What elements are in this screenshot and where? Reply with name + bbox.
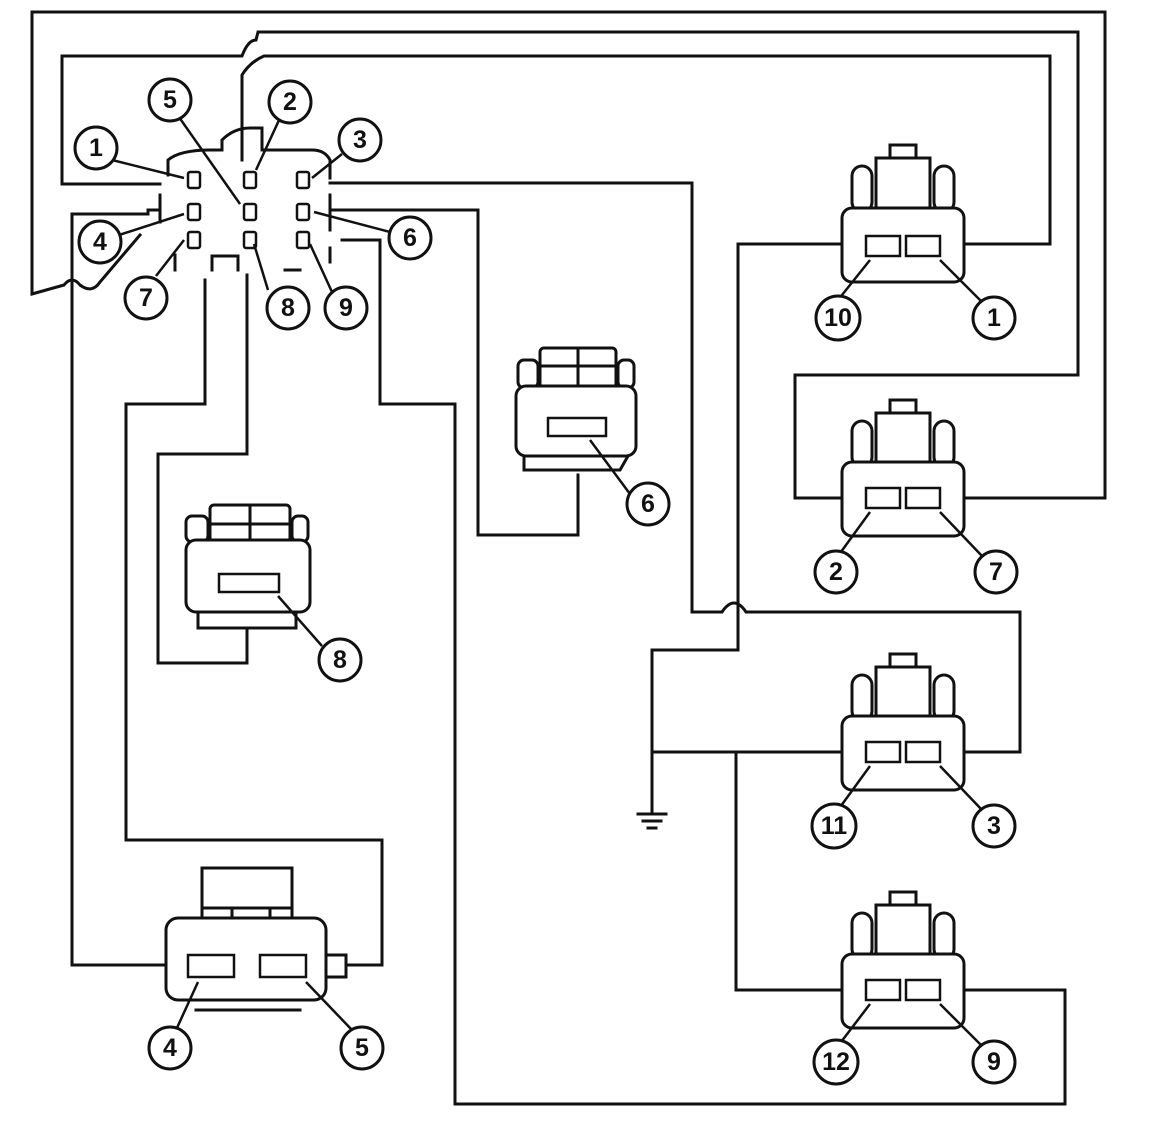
wire-main1-to-sw1-pin1: [60, 30, 1080, 500]
callout-main-7: 7: [123, 275, 169, 321]
callout-main-9: 9: [323, 285, 369, 331]
switch-2-7: [840, 398, 966, 538]
callout-main-3: 3: [337, 117, 383, 163]
connector-6: [514, 346, 638, 472]
callout-text: 2: [283, 88, 297, 116]
wire-sw3-to-sw4: [734, 750, 852, 992]
callout-main-8: 8: [265, 285, 311, 331]
callout-text: 10: [824, 304, 852, 332]
cavity-4: [186, 202, 202, 222]
callout-sw2-7: 7: [973, 549, 1019, 595]
callout-text: 2: [829, 558, 843, 586]
wire-main9-to-sw4-pin9: [340, 238, 1067, 1106]
leader-lines: [111, 109, 983, 1047]
wire-main3-to-ground: [328, 181, 1022, 754]
callout-conn6: 6: [625, 481, 671, 527]
callout-bottom-4: 4: [147, 1025, 193, 1071]
wire-main8-to-conn8: [156, 273, 249, 665]
cavity-2: [242, 170, 258, 190]
callout-sw1-10: 10: [814, 294, 862, 342]
callout-text: 6: [641, 490, 655, 518]
connector-8: [184, 503, 312, 630]
callout-text: 1: [987, 304, 1001, 332]
ground-symbol: [636, 812, 668, 830]
callout-text: 3: [987, 812, 1001, 840]
callout-bottom-5: 5: [339, 1025, 385, 1071]
cavity-9: [295, 230, 311, 250]
callout-text: 9: [339, 294, 353, 322]
wire-main5-to-bottom-5: [124, 278, 384, 967]
callout-main-5: 5: [147, 77, 193, 123]
wire-main2-to-sw1-pin1: [240, 54, 1052, 246]
cavity-1: [186, 170, 202, 190]
callout-sw4-12: 12: [812, 1038, 860, 1086]
callout-main-4: 4: [77, 219, 123, 265]
wire-main4-to-bottom-4: [70, 208, 172, 967]
switch-11-3: [840, 652, 966, 792]
switch-10-1: [840, 143, 966, 284]
callout-text: 5: [355, 1034, 369, 1062]
cavity-6: [295, 202, 311, 222]
callout-conn8: 8: [317, 637, 363, 683]
callout-text: 4: [163, 1034, 177, 1062]
callout-main-2: 2: [267, 79, 313, 125]
main-connector: [158, 126, 332, 272]
callout-text: 8: [281, 294, 295, 322]
connector-4-5: [164, 866, 348, 1012]
callout-text: 1: [89, 134, 103, 162]
cavity-7: [186, 230, 202, 250]
cavity-3: [295, 170, 311, 190]
wires: [30, 10, 1107, 1106]
wire-main7-to-sw2-pin7: [30, 10, 1107, 500]
callout-text: 7: [139, 284, 153, 312]
callout-sw4-9: 9: [971, 1039, 1017, 1085]
wire-main6-to-conn6: [328, 208, 580, 537]
callout-text: 11: [821, 812, 848, 840]
callout-text: 9: [987, 1048, 1001, 1076]
callout-text: 8: [333, 646, 347, 674]
callout-text: 4: [93, 228, 107, 256]
callout-text: 3: [353, 126, 367, 154]
cavity-5: [242, 202, 258, 222]
cavity-8: [242, 230, 258, 250]
callout-main-1: 1: [73, 125, 119, 171]
switch-12-9: [840, 890, 966, 1030]
callout-sw1-1: 1: [971, 295, 1017, 341]
callout-text: 7: [989, 558, 1003, 586]
callout-sw3-11: 11: [810, 802, 858, 850]
callout-sw2-2: 2: [813, 549, 859, 595]
callout-sw3-3: 3: [971, 803, 1017, 849]
callout-text: 6: [403, 224, 417, 252]
callout-main-6: 6: [387, 215, 433, 261]
callout-text: 12: [822, 1048, 850, 1076]
callout-text: 5: [163, 86, 177, 114]
wire-ground-bus: [650, 242, 852, 814]
